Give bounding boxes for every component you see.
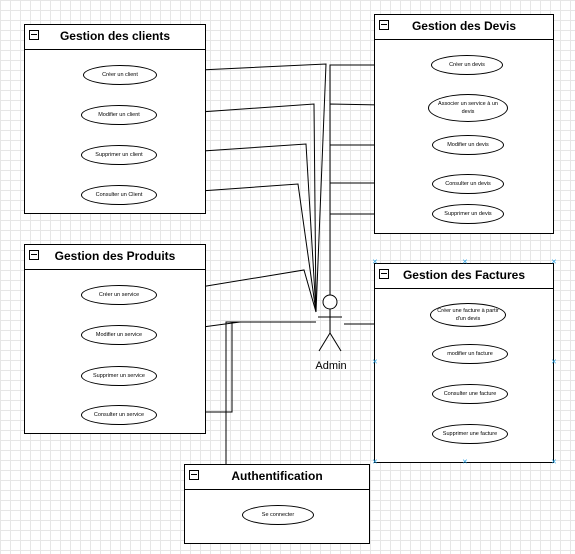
package-gestion-devis[interactable]: Gestion des Devis <box>374 14 554 234</box>
usecase-supprimer-client[interactable]: Supprimer un client <box>81 145 157 165</box>
usecase-consulter-service[interactable]: Consulter un service <box>81 405 157 425</box>
collapse-icon[interactable] <box>29 30 39 40</box>
stick-figure-icon[interactable] <box>310 293 350 353</box>
resize-handle[interactable]: ✕ <box>372 459 378 466</box>
connector-creer-client <box>157 63 327 313</box>
usecase-associer-service-devis[interactable]: Associer un service à un devis <box>428 94 508 122</box>
package-title: Gestion des Factures <box>402 268 526 282</box>
package-header: Authentification <box>185 465 369 490</box>
package-title: Gestion des clients <box>59 29 171 43</box>
collapse-icon[interactable] <box>379 20 389 30</box>
resize-handle[interactable]: ✕ <box>462 259 468 266</box>
usecase-creer-devis[interactable]: Créer un devis <box>431 55 503 75</box>
collapse-icon[interactable] <box>189 470 199 480</box>
usecase-modifier-client[interactable]: Modifier un client <box>81 105 157 125</box>
usecase-consulter-devis[interactable]: Consulter un devis <box>432 174 504 194</box>
resize-handle[interactable]: ✕ <box>551 259 557 266</box>
usecase-modifier-devis[interactable]: Modifier un devis <box>432 135 504 155</box>
usecase-consulter-client[interactable]: Consulter un Client <box>81 185 157 205</box>
usecase-consulter-facture[interactable]: Consulter une facture <box>432 384 508 404</box>
package-header: Gestion des Devis <box>375 15 553 40</box>
package-header: Gestion des Produits <box>25 245 205 270</box>
package-header: Gestion des clients <box>25 25 205 50</box>
usecase-creer-facture[interactable]: Créer une facture à partir d'un devis <box>430 303 506 327</box>
connector-supprimer-client <box>157 143 317 313</box>
usecase-supprimer-facture[interactable]: Supprimer une facture <box>432 424 508 444</box>
connector-creer-service <box>157 269 317 313</box>
resize-handle[interactable]: ✕ <box>551 459 557 466</box>
usecase-se-connecter[interactable]: Se connecter <box>242 505 314 525</box>
collapse-icon[interactable] <box>29 250 39 260</box>
resize-handle[interactable]: ✕ <box>372 359 378 366</box>
connector-modifier-client <box>157 103 317 313</box>
actor-label: Admin <box>315 360 347 372</box>
resize-handle[interactable]: ✕ <box>372 259 378 266</box>
usecase-modifier-service[interactable]: Modifier un service <box>81 325 157 345</box>
package-title: Gestion des Devis <box>411 19 517 33</box>
usecase-modifier-facture[interactable]: modifier un facture <box>432 344 508 364</box>
usecase-supprimer-devis[interactable]: Supprimer un devis <box>432 204 504 224</box>
resize-handle[interactable]: ✕ <box>462 459 468 466</box>
package-header: Gestion des Factures <box>375 264 553 289</box>
usecase-creer-client[interactable]: Créer un client <box>83 65 157 85</box>
collapse-icon[interactable] <box>379 269 389 279</box>
usecase-creer-service[interactable]: Créer un service <box>81 285 157 305</box>
usecase-supprimer-service[interactable]: Supprimer un service <box>81 366 157 386</box>
resize-handle[interactable]: ✕ <box>551 359 557 366</box>
package-title: Authentification <box>231 469 323 483</box>
package-title: Gestion des Produits <box>54 249 176 263</box>
package-authentification[interactable]: Authentification <box>184 464 370 544</box>
